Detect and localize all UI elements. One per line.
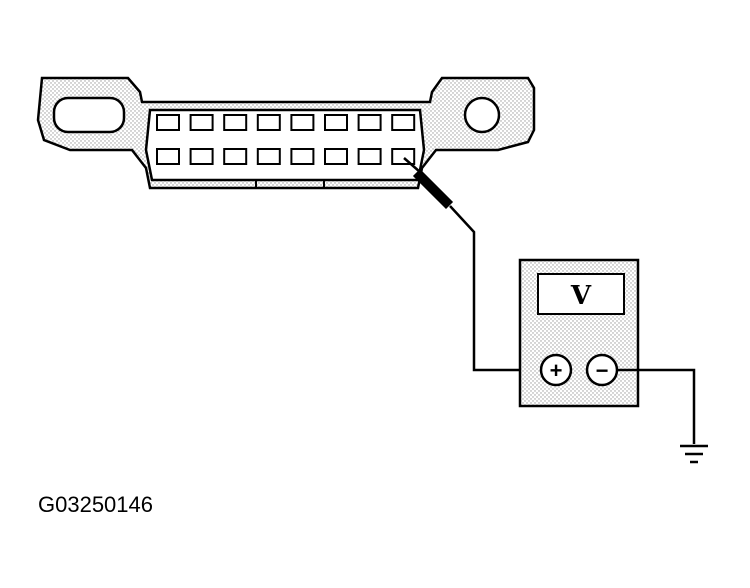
top-pin-5 [290, 114, 315, 131]
right-mounting-hole [463, 96, 501, 134]
bottom-pin-5 [290, 148, 315, 165]
negative-terminal-symbol: − [596, 358, 609, 383]
probe-tip [403, 157, 421, 173]
top-pin-4 [256, 114, 281, 131]
top-pin-3 [223, 114, 248, 131]
connector-face [144, 108, 426, 182]
connector-pins [156, 114, 416, 165]
top-pin-6 [324, 114, 348, 131]
positive-terminal [539, 353, 573, 387]
bottom-pin-6 [324, 148, 348, 165]
bottom-pin-1 [156, 148, 180, 165]
ground-lead [617, 368, 696, 444]
left-mounting-slot [52, 96, 126, 134]
top-pin-8 [391, 114, 416, 131]
bottom-pin-8 [391, 148, 416, 165]
bottom-pin-3 [223, 148, 248, 165]
test-probe [403, 157, 542, 372]
probe-body [412, 168, 454, 210]
top-pin-2 [189, 114, 214, 131]
voltmeter-display [537, 273, 625, 315]
bottom-pin-7 [357, 148, 382, 165]
probe-lead [449, 205, 542, 372]
bottom-pin-4 [256, 148, 281, 165]
bottom-pin-2 [189, 148, 214, 165]
ground-icon [680, 444, 708, 464]
top-pin-7 [357, 114, 382, 131]
top-pin-1 [156, 114, 180, 131]
figure-id: G03250146 [38, 492, 153, 517]
voltmeter-display-text: V [570, 281, 592, 311]
positive-terminal-symbol: + [550, 358, 563, 383]
dlc-connector [36, 76, 536, 190]
voltmeter: V + − [518, 258, 640, 408]
